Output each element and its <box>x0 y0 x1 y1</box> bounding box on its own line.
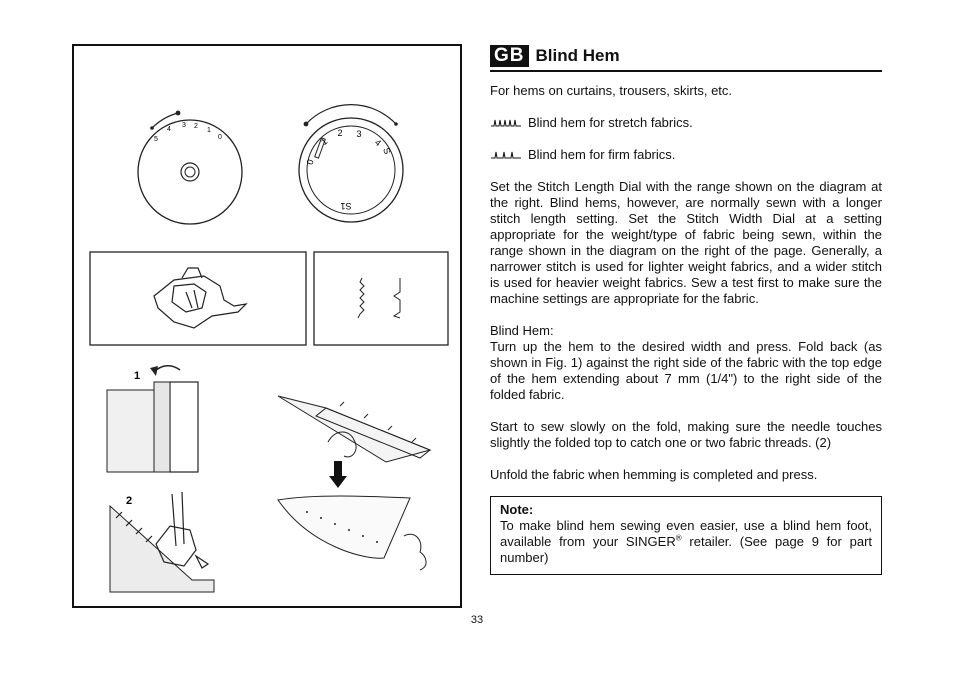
language-badge: GB <box>490 45 529 67</box>
hem-fold-illustration <box>277 395 432 463</box>
page-title: Blind Hem <box>535 46 620 65</box>
width-dial-number: 4 <box>167 126 171 133</box>
stitch-length-dial: 0 1 2 3 4 S S1 <box>298 104 404 223</box>
note-title: Note: <box>500 502 534 517</box>
stitch-type-label: Blind hem for stretch fabrics. <box>528 115 693 130</box>
note-text: To make blind hem sewing even easier, us… <box>500 518 872 566</box>
width-dial-number: 5 <box>154 136 158 143</box>
blind-hem-paragraph: Turn up the hem to the desired width and… <box>490 339 882 402</box>
illustration-panel: 5 4 3 2 1 0 0 1 2 3 4 S S1 <box>72 44 462 608</box>
width-dial-number: 1 <box>207 127 211 134</box>
firm-blind-hem-pattern-icon <box>392 278 401 319</box>
length-dial-number: 3 <box>356 129 361 139</box>
down-arrow-icon <box>329 461 347 488</box>
step-1-illustration: 1 <box>106 365 199 473</box>
unfold-paragraph: Unfold the fabric when hemming is comple… <box>490 467 818 482</box>
finished-hem-illustration <box>277 495 427 571</box>
presser-foot-box <box>89 251 307 346</box>
step-2-illustration: 2 <box>109 491 215 593</box>
presser-foot-icon <box>153 267 248 329</box>
stitch-type-stretch: Blind hem for stretch fabrics. <box>490 115 882 131</box>
length-dial-number: 1 <box>319 136 329 147</box>
length-dial-number: 4 <box>373 137 383 148</box>
firm-blind-hem-icon <box>491 151 521 159</box>
length-dial-number: S <box>381 146 392 155</box>
stretch-blind-hem-pattern-icon <box>357 277 365 319</box>
blind-hem-heading: Blind Hem: <box>490 323 554 338</box>
stitch-width-dial: 5 4 3 2 1 0 <box>137 110 243 225</box>
intro-text: For hems on curtains, trousers, skirts, … <box>490 83 733 98</box>
stitch-type-firm: Blind hem for firm fabrics. <box>490 147 882 163</box>
width-dial-number: 3 <box>182 122 186 129</box>
stitch-type-label: Blind hem for firm fabrics. <box>528 147 676 162</box>
stitch-pattern-box <box>313 251 449 346</box>
stretch-blind-hem-icon <box>491 119 521 127</box>
note-box: Note: To make blind hem sewing even easi… <box>490 496 882 575</box>
step-2-label: 2 <box>126 495 132 507</box>
length-dial-number: 2 <box>337 128 342 138</box>
length-dial-bottom-label: S1 <box>340 201 351 211</box>
page-number: 33 <box>470 614 484 626</box>
section-header: GB Blind Hem <box>490 44 882 72</box>
step-1-label: 1 <box>134 370 140 382</box>
width-dial-number: 0 <box>218 134 222 141</box>
sewing-paragraph: Start to sew slowly on the fold, making … <box>490 419 882 450</box>
settings-paragraph: Set the Stitch Length Dial with the rang… <box>490 179 882 306</box>
registered-mark: ® <box>675 533 682 543</box>
width-dial-number: 2 <box>194 123 198 130</box>
note-text-before: To make blind hem sewing even easier, us… <box>500 518 872 549</box>
text-column: GB Blind Hem For hems on curtains, trous… <box>490 44 882 575</box>
length-dial-number: 0 <box>305 158 316 166</box>
note-text-after: retailer. (See page 9 for part number) <box>500 534 873 565</box>
